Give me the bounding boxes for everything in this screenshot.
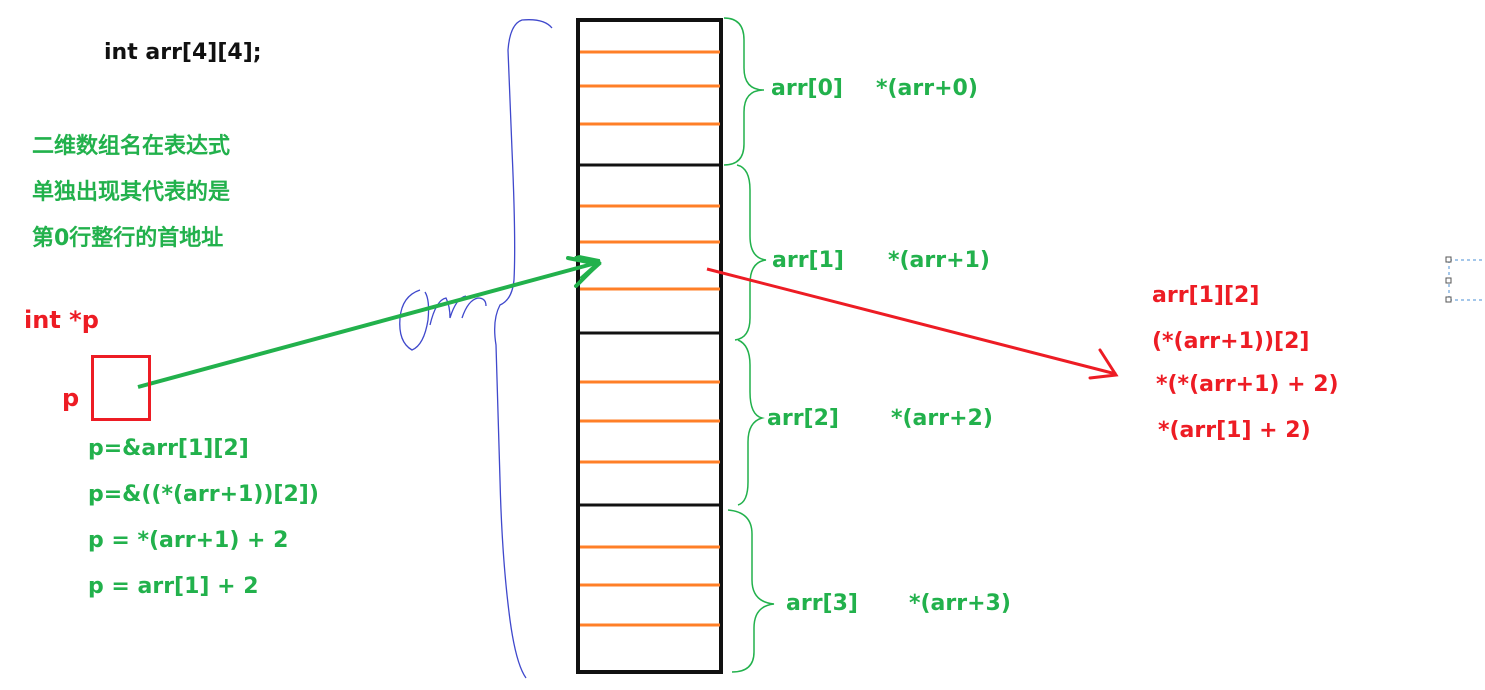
red-element-arrow <box>706 267 1117 376</box>
note-line-3: 第0行整行的首地址 <box>32 226 224 251</box>
note-line-1: 二维数组名在表达式 <box>32 134 231 159</box>
pointer-expr-4: p = arr[1] + 2 <box>88 574 259 599</box>
element-separators <box>580 50 720 627</box>
pointer-name-label: p <box>62 384 80 412</box>
element-expr-4: *(arr[1] + 2) <box>1158 420 1311 442</box>
handwritten-arr-scribble <box>399 289 487 351</box>
row-3-deref: *(arr+3) <box>909 591 1011 616</box>
green-pointer-arrow <box>137 263 596 389</box>
brace-row-3 <box>727 509 775 673</box>
row-1-subscript: arr[1] <box>772 248 844 273</box>
row-0-subscript: arr[0] <box>771 76 843 101</box>
selection-handle-box[interactable] <box>1445 256 1485 303</box>
row-2-subscript: arr[2] <box>767 406 839 431</box>
brace-row-1 <box>734 164 767 341</box>
array-memory-block <box>576 18 723 674</box>
row-braces <box>723 17 775 673</box>
array-declaration: int arr[4][4]; <box>104 40 262 65</box>
pointer-expr-3: p = *(arr+1) + 2 <box>88 528 289 553</box>
row-0-deref: *(arr+0) <box>876 76 978 101</box>
hand-drawn-brace <box>494 19 553 679</box>
red-arrow-head <box>1088 348 1119 380</box>
element-expr-1: arr[1][2] <box>1152 283 1260 308</box>
brace-row-2 <box>737 339 765 506</box>
brace-row-0 <box>723 17 765 166</box>
pointer-expr-2: p=&((*(arr+1))[2]) <box>88 482 319 507</box>
pointer-expr-1: p=&arr[1][2] <box>88 436 249 461</box>
row-2-deref: *(arr+2) <box>891 406 993 431</box>
green-arrow-head <box>566 256 603 288</box>
pointer-variable-box <box>91 355 151 421</box>
note-line-2: 单独出现其代表的是 <box>32 180 231 205</box>
pointer-declaration: int *p <box>24 306 99 334</box>
row-1-deref: *(arr+1) <box>888 248 990 273</box>
element-expr-3: *(*(arr+1) + 2) <box>1156 372 1339 397</box>
row-3-subscript: arr[3] <box>786 591 858 616</box>
element-expr-2: (*(arr+1))[2] <box>1152 329 1310 354</box>
